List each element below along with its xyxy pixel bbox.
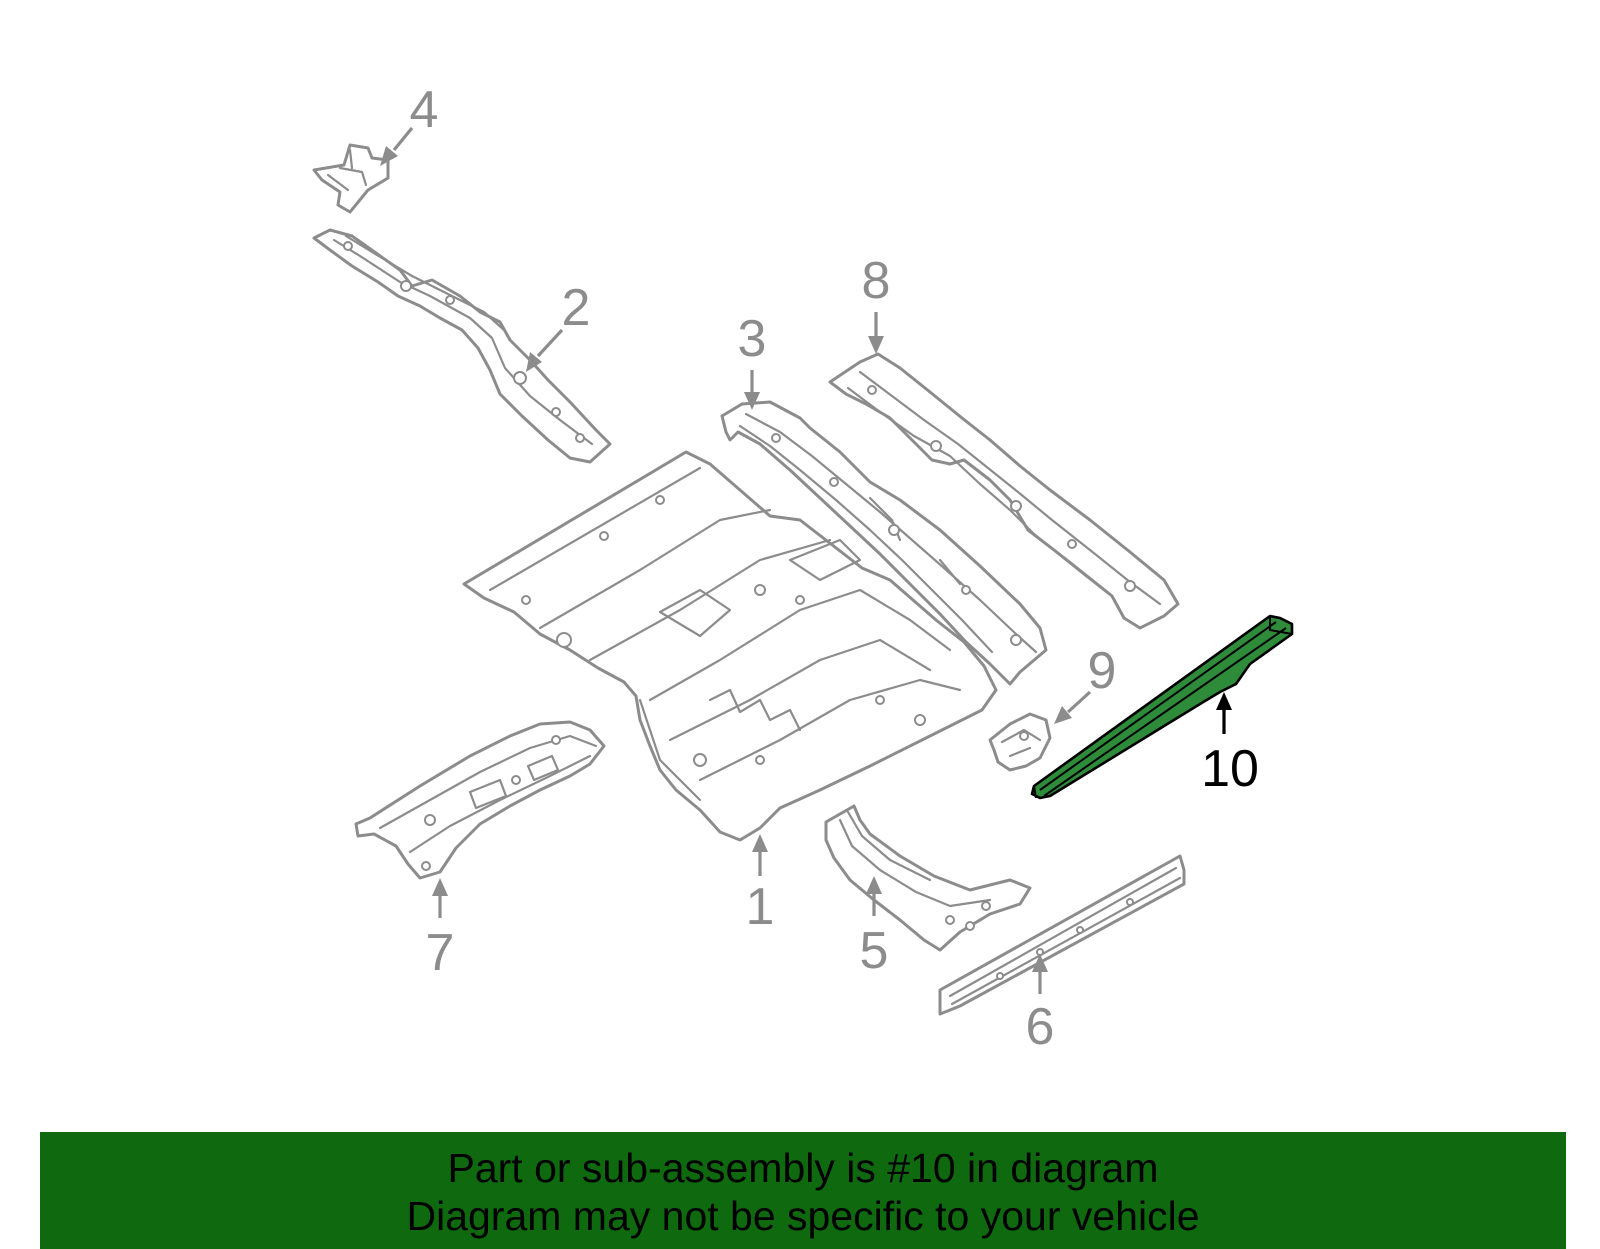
part-3-member[interactable] <box>720 400 1048 686</box>
callout-5[interactable]: 5 <box>860 922 889 980</box>
part-6-sill[interactable] <box>938 854 1186 1016</box>
part-8-member[interactable] <box>828 352 1180 630</box>
arrow-6-head <box>1032 954 1048 972</box>
part-5-bracket[interactable] <box>824 804 1032 952</box>
arrow-4-head <box>380 146 398 166</box>
info-banner: Part or sub-assembly is #10 in diagram D… <box>40 1132 1566 1249</box>
part-10-highlight <box>1030 614 1294 800</box>
callout-1[interactable]: 1 <box>746 878 775 936</box>
banner-line-disclaimer: Diagram may not be specific to your vehi… <box>406 1193 1200 1239</box>
parts-diagram: 1 2 3 4 5 6 7 8 9 10 <box>312 81 1294 1056</box>
part-1-floor-panel[interactable] <box>462 450 998 842</box>
callout-9[interactable]: 9 <box>1088 642 1117 700</box>
arrow-2-head <box>526 352 542 372</box>
part-4-bracket[interactable] <box>312 143 390 214</box>
arrow-5-head <box>866 876 882 894</box>
part-9-bracket[interactable] <box>988 712 1052 772</box>
arrow-8-head <box>868 336 884 354</box>
callout-7[interactable]: 7 <box>426 924 455 982</box>
arrow-9-head <box>1054 706 1072 724</box>
part-10-rail[interactable] <box>1030 614 1294 800</box>
callout-3[interactable]: 3 <box>738 310 767 368</box>
arrow-2 <box>536 328 564 358</box>
banner-line-part: Part or sub-assembly is #10 in diagram <box>447 1145 1159 1191</box>
callout-8[interactable]: 8 <box>862 252 891 310</box>
callout-labels: 1 2 3 4 5 6 7 8 9 10 <box>410 81 1259 1056</box>
arrow-4 <box>392 126 414 152</box>
part-2-member[interactable] <box>312 228 612 464</box>
callout-6[interactable]: 6 <box>1026 998 1055 1056</box>
arrow-10-head <box>1216 692 1232 710</box>
callout-10[interactable]: 10 <box>1201 740 1259 798</box>
callout-arrows <box>380 126 1232 994</box>
arrow-3-head <box>744 392 760 410</box>
arrow-1-head <box>752 834 768 852</box>
callout-4[interactable]: 4 <box>410 81 439 139</box>
callout-2[interactable]: 2 <box>562 279 591 337</box>
arrow-7-head <box>432 878 448 896</box>
arrow-9 <box>1066 690 1092 714</box>
part-7-floor-piece[interactable] <box>354 720 606 880</box>
